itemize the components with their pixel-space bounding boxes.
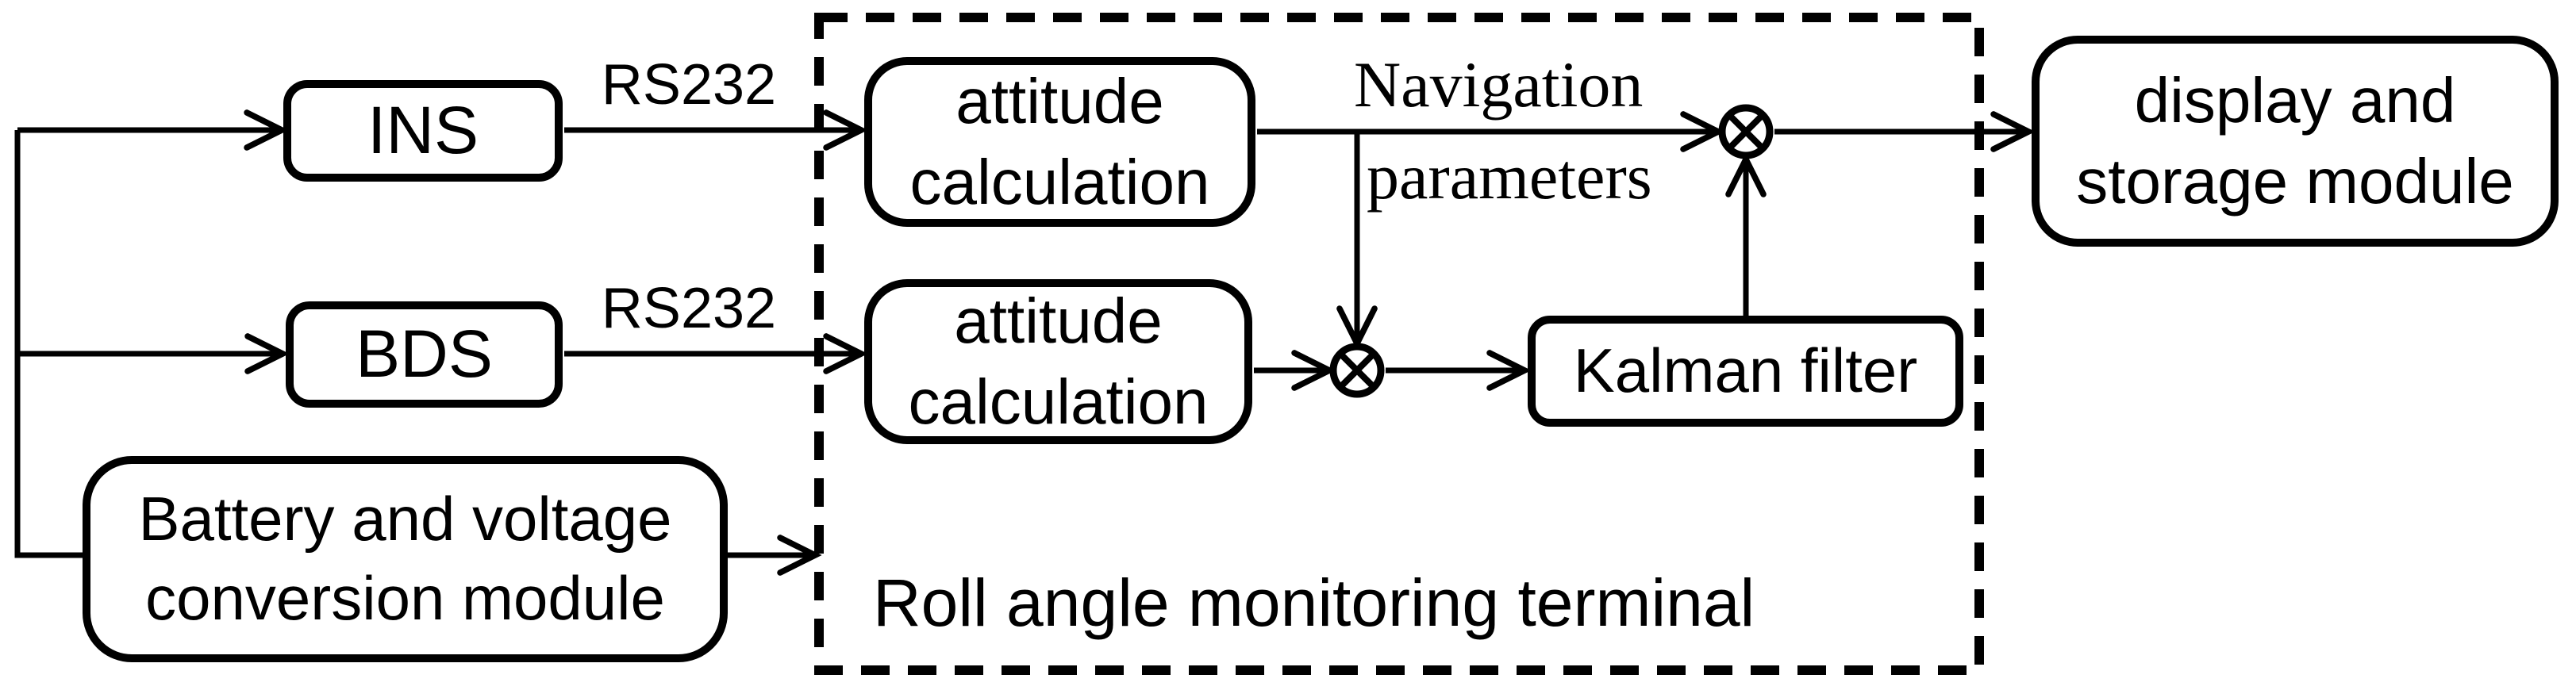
display-storage-block: display and storage module bbox=[2032, 36, 2559, 247]
navigation-parameters-label-line1: Navigation bbox=[1354, 48, 1644, 121]
power-bus-line bbox=[14, 130, 83, 558]
display-storage-label-line1: display and bbox=[2134, 64, 2456, 136]
attitude-calculation-top-block: attitude calculation bbox=[864, 57, 1255, 227]
battery-block: Battery and voltage conversion module bbox=[83, 456, 728, 662]
rs232-label-bds: RS232 bbox=[601, 277, 777, 340]
attitude-top-label-line1: attitude bbox=[955, 65, 1164, 136]
bds-block: BDS bbox=[286, 301, 563, 408]
attitude-bottom-label-line1: attitude bbox=[954, 285, 1163, 356]
navigation-parameters-label-line2: parameters bbox=[1367, 140, 1652, 213]
multiply-junction-upper-icon bbox=[1718, 104, 1774, 159]
attitude-calculation-bottom-block: attitude calculation bbox=[864, 279, 1252, 444]
attitude-bottom-label-line2: calculation bbox=[908, 366, 1209, 437]
terminal-boundary-box bbox=[814, 13, 1984, 675]
ins-block: INS bbox=[283, 80, 563, 182]
rs232-label-ins: RS232 bbox=[601, 53, 777, 117]
display-storage-label-line2: storage module bbox=[2076, 146, 2514, 217]
terminal-caption: Roll angle monitoring terminal bbox=[873, 565, 1755, 640]
kalman-filter-label: Kalman filter bbox=[1573, 335, 1918, 406]
battery-label-line1: Battery and voltage bbox=[138, 484, 672, 554]
bds-label: BDS bbox=[356, 316, 493, 392]
battery-label-line2: conversion module bbox=[145, 563, 665, 633]
multiply-junction-lower-icon bbox=[1329, 343, 1385, 398]
ins-label: INS bbox=[367, 93, 479, 168]
kalman-filter-block: Kalman filter bbox=[1528, 316, 1963, 427]
attitude-top-label-line2: calculation bbox=[909, 147, 1210, 217]
